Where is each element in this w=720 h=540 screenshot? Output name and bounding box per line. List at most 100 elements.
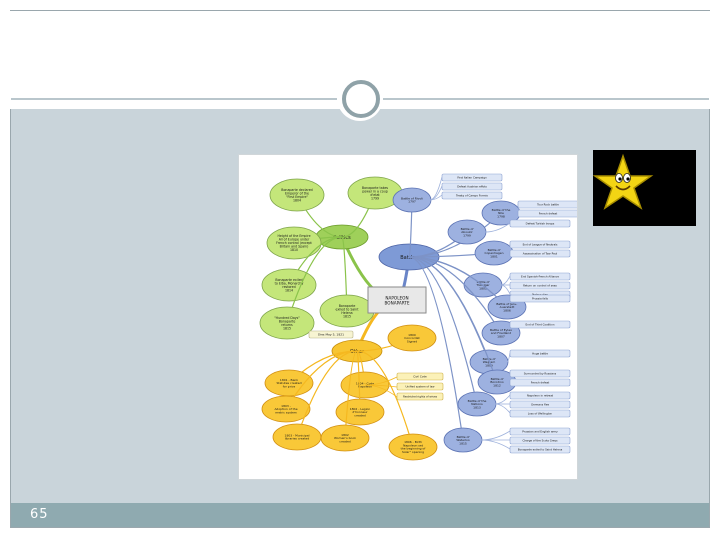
connector xyxy=(494,403,511,414)
battle-note-label: Surrounded by Russians xyxy=(524,371,557,375)
battle-note xyxy=(509,409,571,418)
battle-note xyxy=(509,349,571,358)
connector xyxy=(344,350,358,439)
battle-note xyxy=(441,173,503,182)
connector xyxy=(356,350,414,448)
battle-note-label: Bonaparte exiled to Saint Helena xyxy=(518,447,563,451)
politics-item xyxy=(269,178,325,212)
connector xyxy=(480,439,511,450)
connector xyxy=(296,350,358,438)
battle-note-label: Prussia falls xyxy=(532,296,549,300)
connector xyxy=(408,256,478,405)
right-divider xyxy=(383,98,709,100)
code-note xyxy=(396,392,444,401)
battle-note-label: End of Third Coalition xyxy=(526,322,555,326)
battle-note-label: Napoleon in retreat xyxy=(527,393,553,397)
connector xyxy=(480,430,511,441)
connector xyxy=(429,185,443,201)
battles-node-label: Battles xyxy=(400,255,418,261)
smiling-star-icon xyxy=(592,153,654,210)
battle-note-label: Defeat Austrian effots xyxy=(457,184,487,188)
battle-note-label: Charge of the Scots Greys xyxy=(522,438,558,442)
battle-note xyxy=(509,391,571,400)
page-number: 65 xyxy=(30,507,49,522)
code-note-label: Unified system of law xyxy=(406,384,436,388)
connector xyxy=(408,256,498,383)
ring-icon xyxy=(342,80,380,118)
battle-note-label: Assassination of Tsar Paul xyxy=(523,251,558,255)
politics-date-label: Dies May 5, 1821 xyxy=(318,333,344,337)
battle-note xyxy=(441,191,503,200)
politics-item xyxy=(259,306,315,340)
battle-note xyxy=(509,320,571,329)
connector xyxy=(429,194,443,201)
code-note-label: Restricted rights of wives xyxy=(403,394,438,398)
battle-note xyxy=(509,249,571,258)
battle-note xyxy=(509,272,571,281)
battle-note-label: Nelson dies xyxy=(532,292,548,296)
battle-note xyxy=(509,240,571,249)
battle-note-label: End of League of Neutrals xyxy=(523,242,558,246)
left-divider xyxy=(11,98,337,100)
connector xyxy=(286,236,343,324)
other-item xyxy=(388,433,438,461)
politics-date xyxy=(308,330,354,339)
connector xyxy=(484,222,511,233)
slide-footer xyxy=(11,503,709,527)
other-item xyxy=(261,395,311,423)
battle-note xyxy=(509,436,571,445)
battle-note xyxy=(509,445,571,454)
politics-item xyxy=(266,226,322,260)
battle-note xyxy=(509,294,571,303)
connector xyxy=(408,256,464,441)
battle-note-label: Loss of Wellington xyxy=(528,411,553,415)
other-item xyxy=(387,324,437,352)
battle-note xyxy=(509,378,571,387)
battle-note xyxy=(441,182,503,191)
battle-note-label: First Italian Campaign xyxy=(457,175,487,179)
battle-note xyxy=(509,400,571,409)
battle-note xyxy=(509,427,571,436)
battle-note-label: French defeat xyxy=(531,380,549,384)
battle-note-label: End Spanish-French Alliance xyxy=(521,274,559,278)
connector xyxy=(494,394,511,405)
politics-item xyxy=(261,268,317,302)
center-node xyxy=(367,286,427,314)
star-image xyxy=(592,150,696,226)
battle-note-label: Treaty of Campo Formio xyxy=(455,193,488,197)
connector xyxy=(500,275,511,286)
connector xyxy=(500,284,511,295)
battle-note xyxy=(509,369,571,378)
battle-note-label: Germans flee xyxy=(531,402,549,406)
other-item xyxy=(320,424,370,452)
battle-note-label: Prussian and English army xyxy=(522,429,558,433)
battle-note-label: Defeat Turkish troops xyxy=(526,221,555,225)
battle-note-label: French defeat xyxy=(539,211,557,215)
connector xyxy=(408,256,502,334)
battle-note-label: Return on control of seas xyxy=(523,283,557,287)
